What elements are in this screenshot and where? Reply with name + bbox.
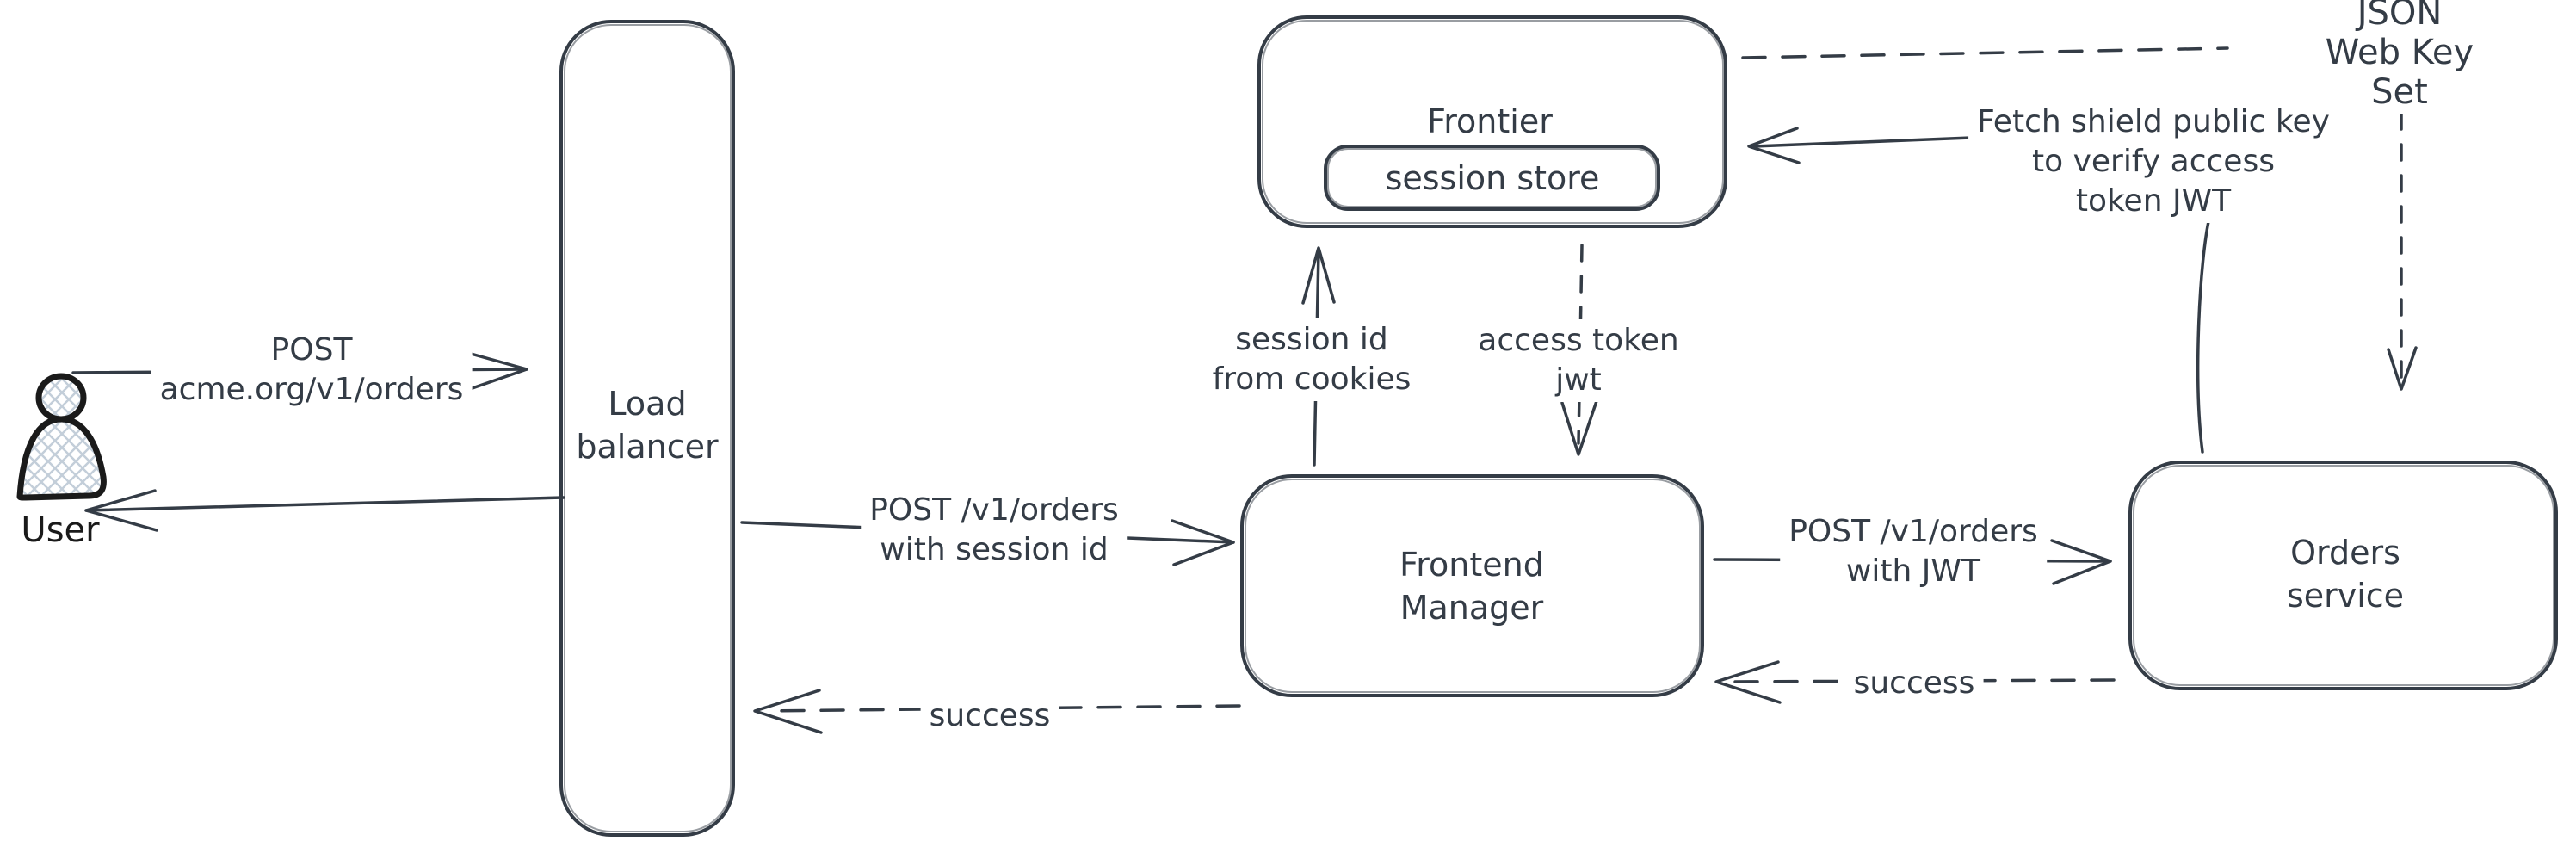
edge-label-session-id-cookies: session id from cookies <box>1203 318 1420 401</box>
edge-label-json-web-key-set: JSON Web Key Set <box>2311 0 2488 114</box>
load-balancer-label: Load balancer <box>576 385 719 466</box>
arrow-orders-to-frontier <box>1747 127 2211 454</box>
arrow-orders-to-fm-success <box>1714 660 2116 704</box>
frontier-label: Frontier <box>1427 102 1553 140</box>
load-balancer-node <box>559 20 735 837</box>
frontend-manager-node <box>1240 474 1704 697</box>
session-store-label: session store <box>1385 159 1600 197</box>
orders-service-node <box>2128 461 2558 690</box>
orders-service-label: Orders service <box>2286 534 2405 615</box>
user-icon <box>16 373 107 501</box>
edge-label-success-left: success <box>920 695 1059 738</box>
edge-label-post-session-id: POST /v1/orders with session id <box>861 489 1127 572</box>
edge-label-success-right: success <box>1844 662 1984 705</box>
user-label: User <box>21 510 100 550</box>
frontend-manager-label: Frontend Manager <box>1399 546 1544 627</box>
arrow-frontier-to-orders-jwks <box>1741 46 2418 391</box>
edge-label-post-jwt: POST /v1/orders with JWT <box>1780 510 2047 593</box>
edge-label-access-token-jwt: access token jwt <box>1469 319 1688 402</box>
arrow-lb-to-user <box>84 489 565 532</box>
frontier-node <box>1257 15 1727 228</box>
edge-label-post-acme-orders: POST acme.org/v1/orders <box>151 329 473 411</box>
edge-label-fetch-public-key: Fetch shield public key to verify access… <box>1968 101 2338 223</box>
session-store-node <box>1324 145 1660 211</box>
